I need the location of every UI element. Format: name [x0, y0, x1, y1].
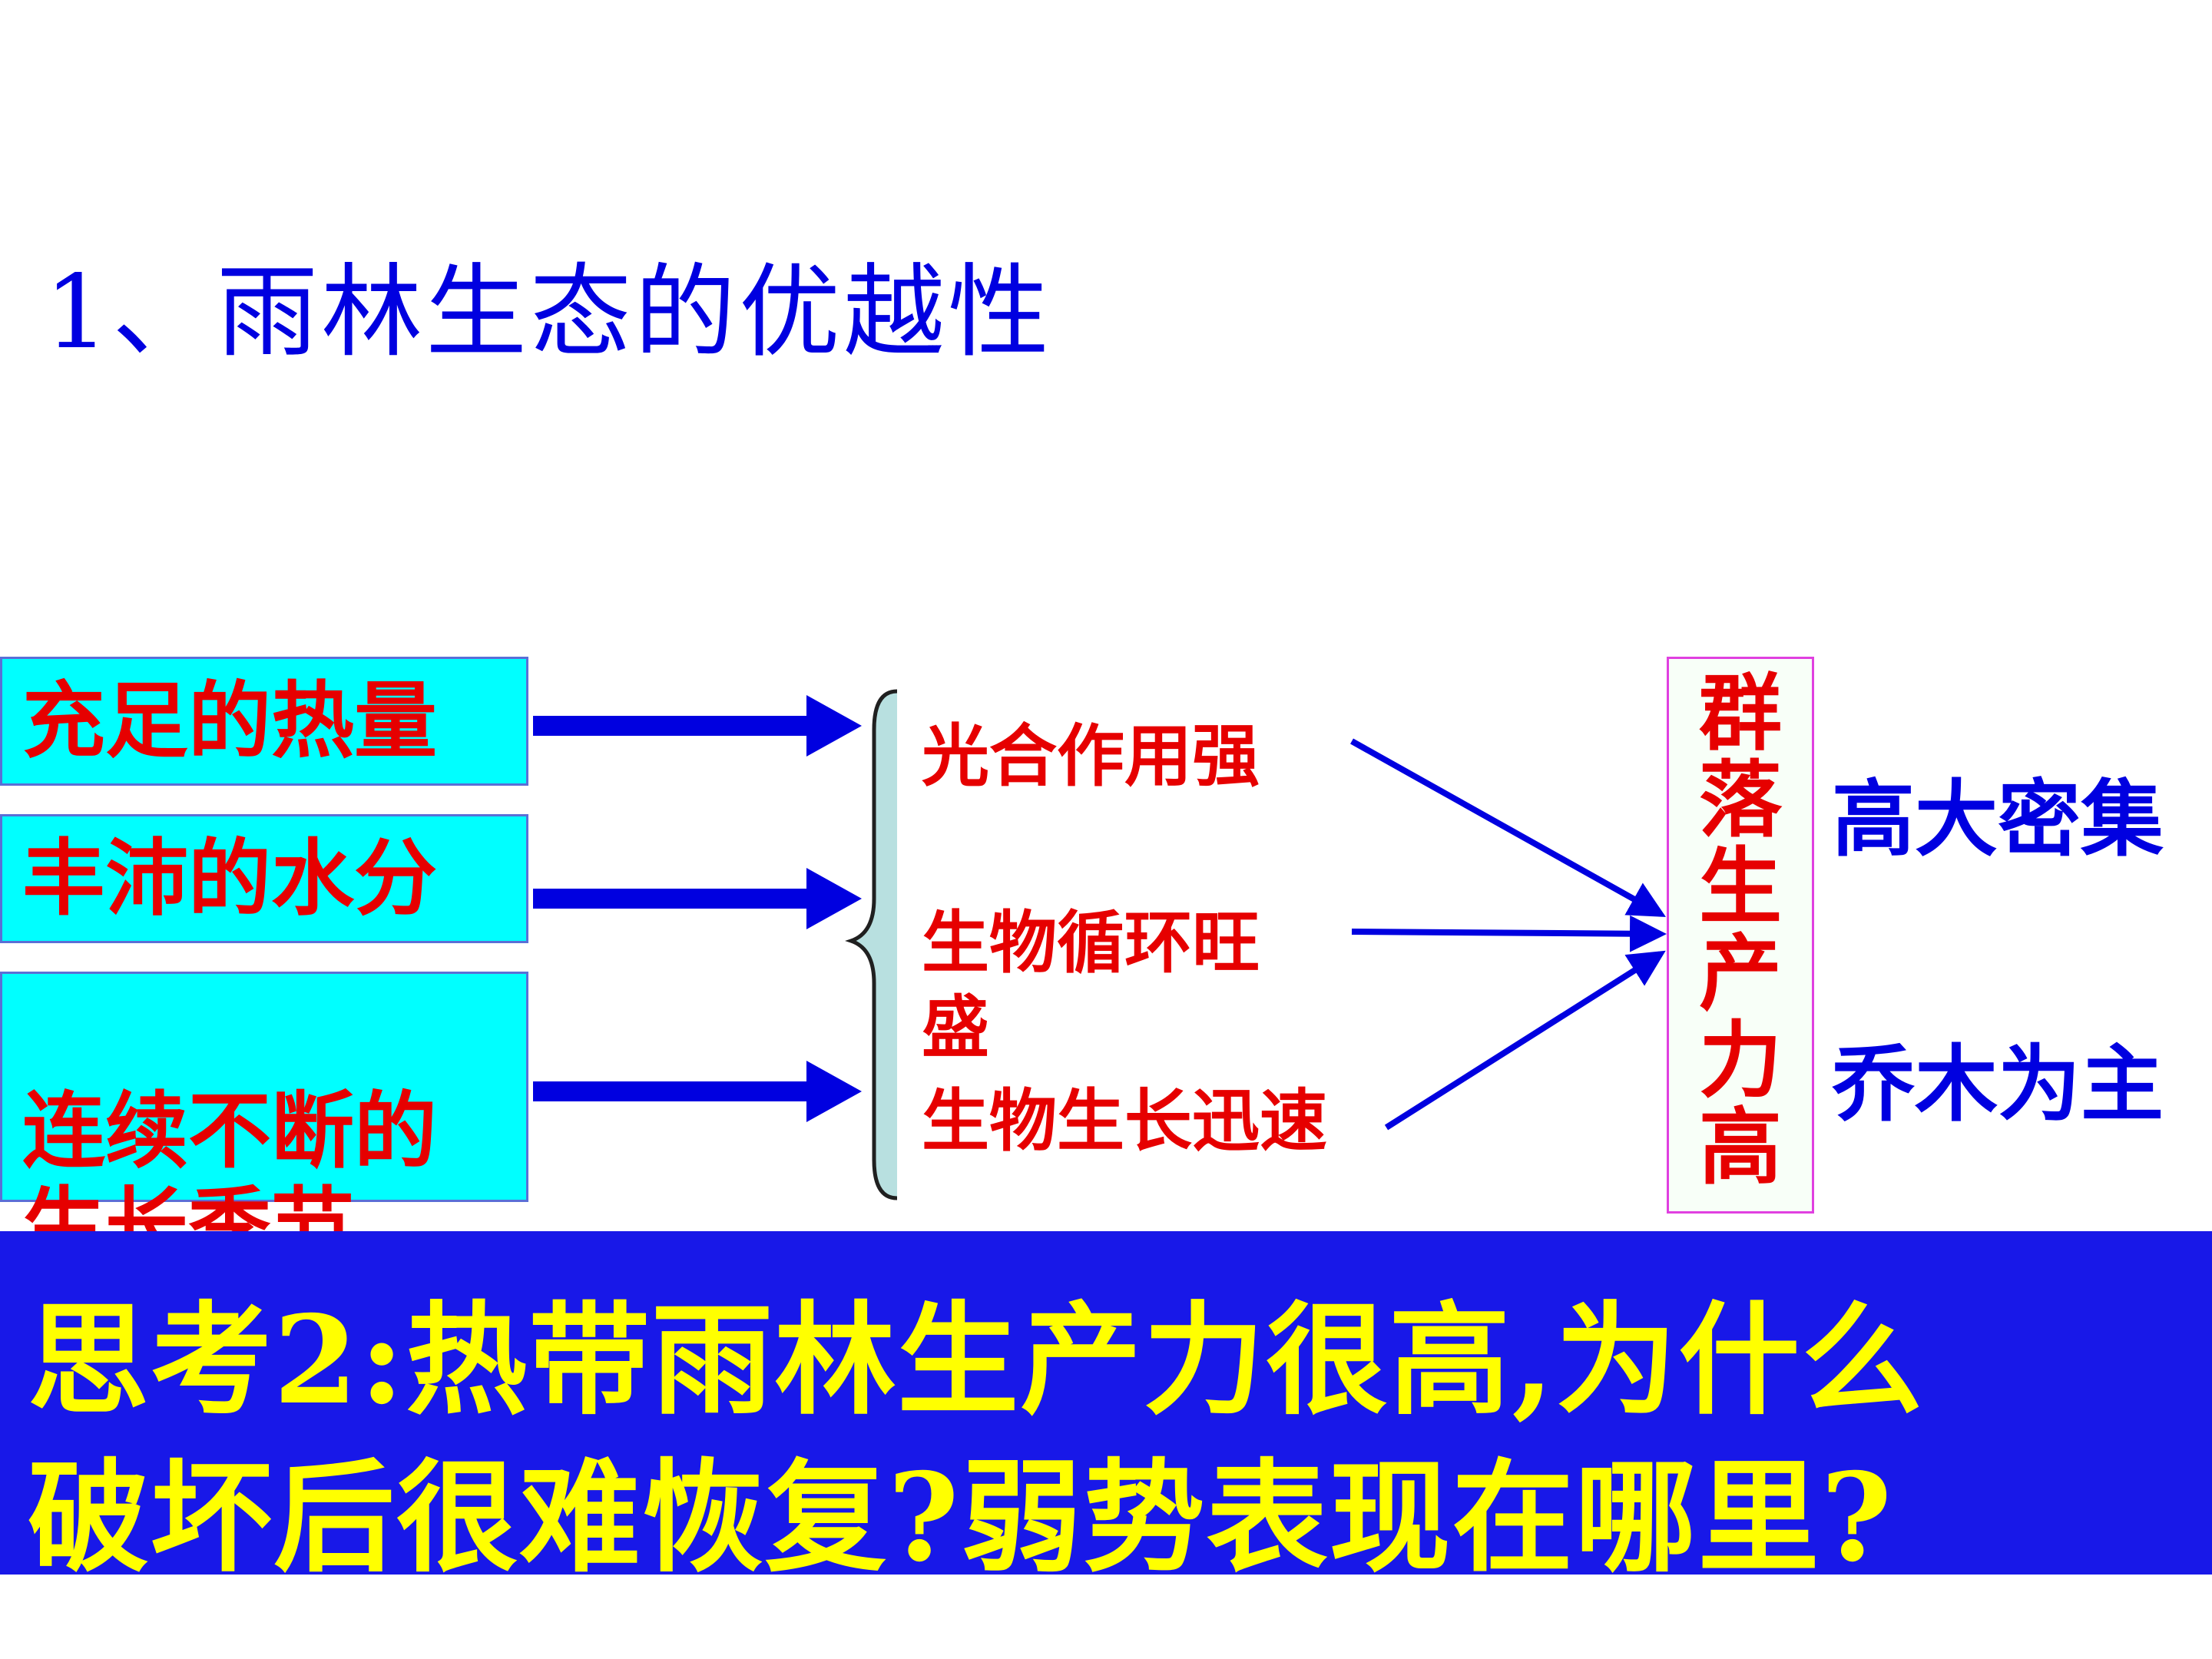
result-trees-dominant: 乔木为主 — [1832, 1037, 2164, 1133]
thick-arrow-heat — [533, 695, 862, 757]
question-band: 思考2:热带雨林生产力很高,为什么 破坏后很难恢复?弱势表现在哪里? — [0, 1231, 2212, 1589]
effect-cycle: 生物循环旺 盛 — [922, 903, 1260, 1067]
factor-box-season: 连续不断的 生长季节 — [0, 972, 528, 1275]
effect-growth: 生物生长迅速 — [922, 1081, 1328, 1161]
connector-growth — [1384, 950, 1666, 1131]
connector-photosynthesis — [1350, 738, 1666, 917]
thick-arrow-season — [533, 1061, 862, 1122]
productivity-char: 产 — [1698, 926, 1782, 1022]
page-title: 1、雨林生态的优越性 — [45, 253, 1052, 372]
factor-label: 充足的热量 — [22, 674, 438, 770]
effect-photosynthesis: 光合作用强 — [922, 717, 1260, 796]
factor-box-water: 丰沛的水分 — [0, 814, 528, 943]
factor-label: 丰沛的水分 — [22, 831, 438, 927]
curly-brace — [845, 689, 898, 1200]
productivity-char: 生 — [1698, 839, 1782, 935]
productivity-char: 高 — [1698, 1100, 1782, 1196]
productivity-char: 群 — [1698, 666, 1782, 762]
productivity-char: 力 — [1698, 1013, 1782, 1109]
connector-cycle — [1351, 915, 1667, 952]
thick-arrow-water — [533, 868, 862, 929]
result-tall-dense: 高大密集 — [1832, 772, 2164, 868]
productivity-box: 群 落 生 产 力 高 — [1667, 657, 1814, 1214]
factor-box-heat: 充足的热量 — [0, 657, 528, 786]
productivity-char: 落 — [1698, 753, 1782, 849]
question-line-1: 思考2:热带雨林生产力很高,为什么 — [28, 1290, 1925, 1432]
question-line-2: 破坏后很难恢复?弱势表现在哪里? — [28, 1447, 1894, 1589]
